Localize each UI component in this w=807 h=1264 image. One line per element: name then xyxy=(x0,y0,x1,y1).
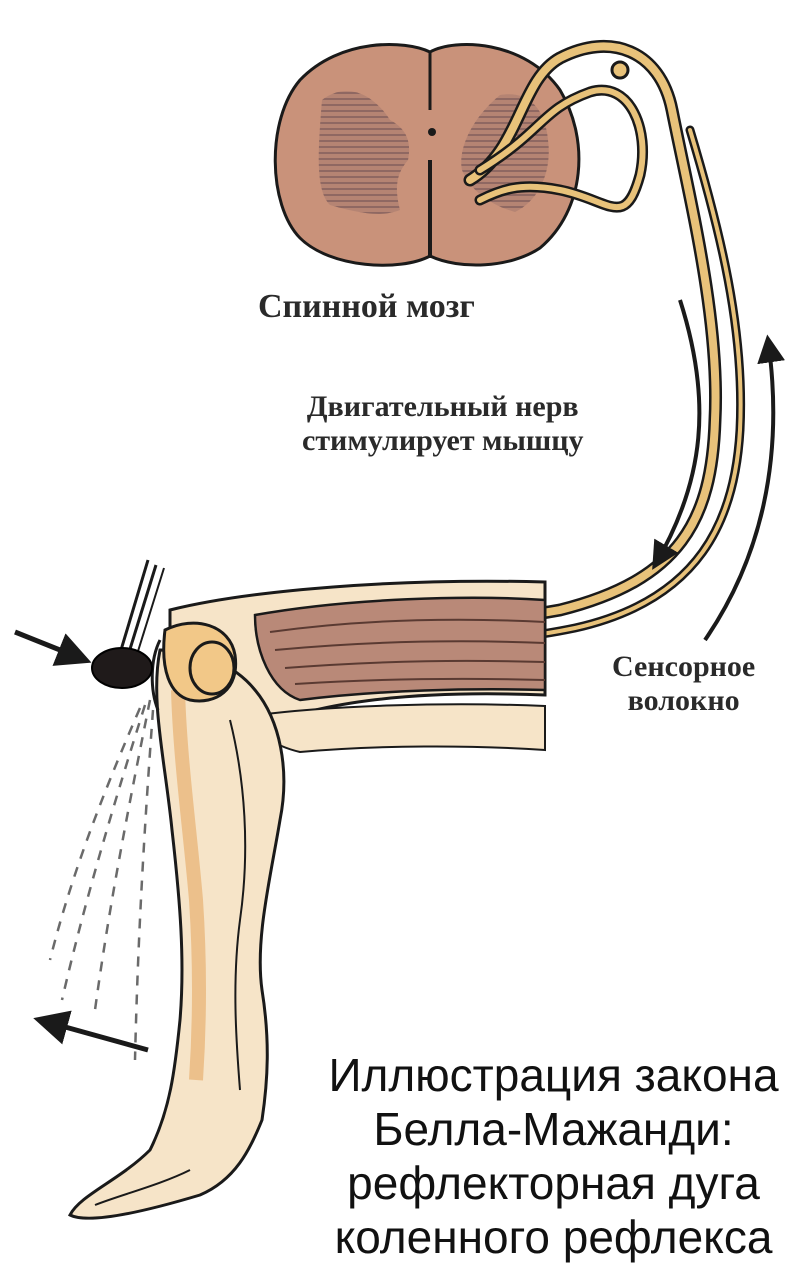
motor-nerve-label-line1: Двигательный нерв xyxy=(302,390,584,424)
spinal-cord-label: Спинной мозг xyxy=(258,288,475,326)
kick-arrow-icon xyxy=(40,1020,148,1050)
sensory-fiber-label-line2: волокно xyxy=(612,684,755,718)
leg-motion-lines xyxy=(50,700,153,1060)
caption-line3: рефлекторная дуга xyxy=(300,1156,807,1210)
caption-line1: Иллюстрация закона xyxy=(300,1048,807,1102)
figure-caption: Иллюстрация закона Белла-Мажанди: рефлек… xyxy=(300,1048,807,1264)
lower-leg xyxy=(70,650,284,1218)
sensory-fiber-label: Сенсорное волокно xyxy=(612,650,755,718)
strike-arrow-icon xyxy=(15,632,85,660)
caption-line2: Белла-Мажанди: xyxy=(300,1102,807,1156)
motor-nerve-label-line2: стимулирует мышцу xyxy=(302,424,584,458)
caption-line4: коленного рефлекса xyxy=(300,1210,807,1264)
motor-nerve-label: Двигательный нерв стимулирует мышцу xyxy=(302,390,584,458)
sensory-fiber-label-line1: Сенсорное xyxy=(612,650,755,684)
